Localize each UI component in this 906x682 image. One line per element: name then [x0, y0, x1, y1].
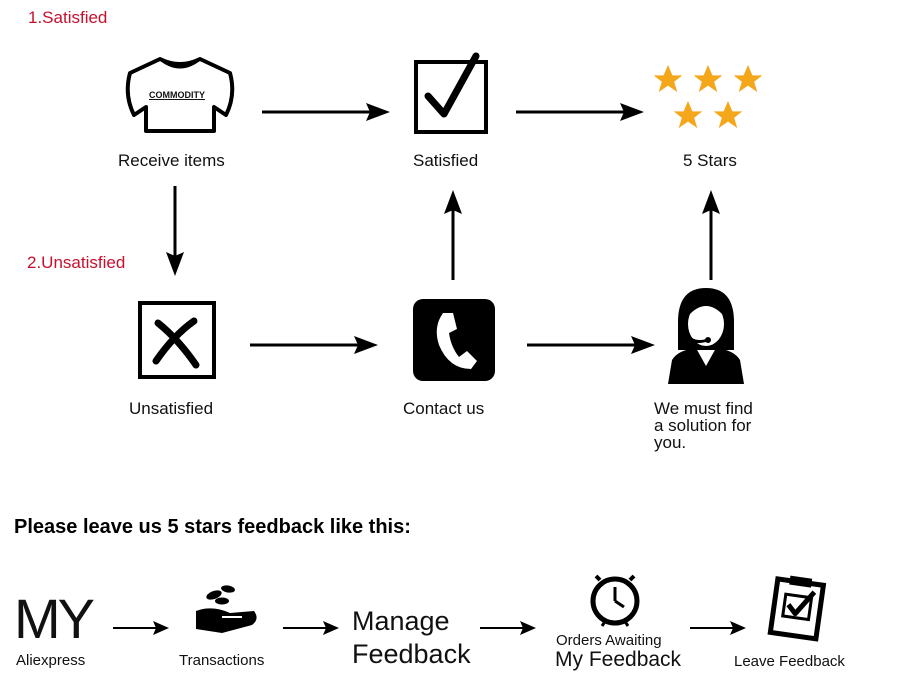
my-text: MY: [14, 587, 95, 650]
arrow-right: [113, 621, 169, 635]
arrow-right: [527, 336, 655, 354]
contact-us-label: Contact us: [403, 399, 485, 418]
arrow-right: [262, 103, 390, 121]
arrow-right: [516, 103, 644, 121]
hand-coins-icon: [196, 585, 257, 633]
arrow-down: [166, 186, 184, 276]
solution-text: We must find a solution for you.: [654, 400, 794, 451]
manage-feedback-text: Manage Feedback: [352, 605, 471, 671]
commodity-label: COMMODITY: [149, 90, 205, 100]
arrow-up: [444, 190, 462, 280]
phone-icon: [413, 299, 495, 381]
tshirt-icon: [125, 57, 235, 133]
support-agent-icon: [668, 288, 744, 384]
clock-icon: [590, 574, 640, 627]
leave-feedback-label: Leave Feedback: [734, 653, 845, 670]
my-feedback-label: My Feedback: [555, 648, 682, 671]
arrow-up: [702, 190, 720, 280]
arrow-right: [690, 621, 746, 635]
unsatisfied-label: Unsatisfied: [129, 399, 214, 418]
solution-line-2: a solution for: [654, 416, 752, 435]
receive-items-label: Receive items: [118, 151, 225, 170]
stars-icon: [653, 65, 763, 129]
arrow-right: [283, 621, 339, 635]
checkbox-checked-icon: [414, 52, 488, 134]
five-stars-label: 5 Stars: [683, 151, 737, 170]
satisfied-label: Satisfied: [413, 151, 479, 170]
x-box-icon: [138, 301, 216, 379]
aliexpress-label: Aliexpress: [16, 652, 86, 669]
feedback-heading: Please leave us 5 stars feedback like th…: [14, 516, 411, 538]
section-satisfied-label: 1.Satisfied: [28, 8, 108, 27]
orders-awaiting-label: Orders Awaiting: [556, 632, 662, 649]
arrow-right: [480, 621, 536, 635]
manage-line-1: Manage: [352, 606, 450, 636]
transactions-label: Transactions: [179, 652, 265, 669]
manage-line-2: Feedback: [352, 639, 471, 669]
clipboard-check-icon: [767, 575, 827, 642]
arrow-right: [250, 336, 378, 354]
section-unsatisfied-label: 2.Unsatisfied: [27, 253, 126, 272]
solution-line-1: We must find: [654, 399, 753, 418]
solution-line-3: you.: [654, 433, 687, 452]
